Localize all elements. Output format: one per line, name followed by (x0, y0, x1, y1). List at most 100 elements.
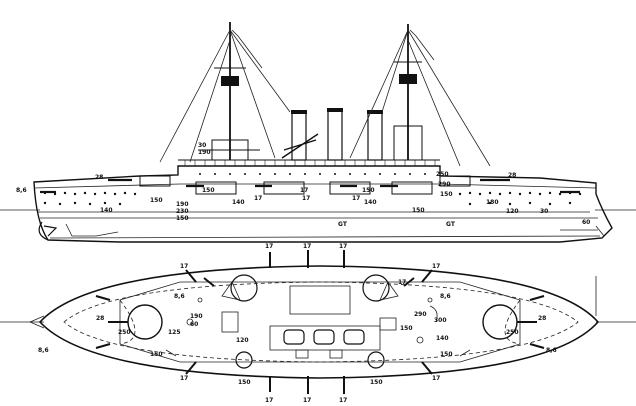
hull-outline (33, 165, 613, 243)
plan-label-top-17f: 17 (432, 263, 440, 270)
plan-label-aft-150: 150 (440, 351, 453, 358)
fore-side-turret-top (230, 274, 258, 302)
plan-bow-mark (28, 315, 45, 329)
profile-label-aft-180: 180 (486, 199, 499, 206)
plan-label-stern-28: 28 (538, 315, 546, 322)
anchor-fore (65, 223, 119, 237)
plan-label-fwd-150: 150 (150, 351, 163, 358)
profile-label-gt-aft: GT (446, 221, 456, 228)
plan-deck-edge (63, 281, 579, 363)
plan-sponson-arc-right (504, 299, 521, 345)
plan-vent-1 (295, 349, 309, 359)
plan-label-top-17d: 17 (180, 263, 188, 270)
fore-turret-wedge (221, 281, 241, 301)
aft-side-turret-bottom (367, 351, 385, 369)
funnel-mid (327, 109, 343, 161)
plan-label-bottom-17e: 17 (432, 375, 440, 382)
upper-deck-line (33, 183, 597, 189)
profile-label-aft-30: 30 (540, 208, 548, 215)
plan-label-fwd-125: 125 (168, 329, 181, 336)
plan-funnel-aft (343, 329, 365, 345)
profile-label-deck-17a: 17 (254, 195, 262, 202)
main-rigging (349, 29, 491, 167)
profile-label-140-bow: 140 (100, 207, 113, 214)
profile-label-150-bow: 150 (150, 197, 163, 204)
plan-label-top-17e: 17 (398, 279, 406, 286)
plan-label-bottom-17c: 17 (339, 397, 347, 404)
boat-crane (281, 133, 319, 159)
plan-label-aft-250: 250 (506, 329, 519, 336)
profile-label-aft-290: 290 (438, 181, 451, 188)
casemates (139, 175, 471, 195)
profile-label-casemate-150a: 150 (202, 187, 215, 194)
plan-label-bottom-17d: 17 (180, 375, 188, 382)
profile-label-aft-120: 120 (506, 208, 519, 215)
aft-turret-wedge (379, 281, 399, 301)
superstructure-rail (178, 159, 440, 167)
profile-label-deck-17b: 17 (302, 195, 310, 202)
plan-hull-outline (38, 265, 600, 379)
profile-label-belt-150: 150 (176, 215, 189, 222)
plan-label-bottom-150b: 150 (370, 379, 383, 386)
plan-label-bottom-17a: 17 (265, 397, 273, 404)
rail-stanchions (184, 160, 436, 166)
profile-label-aft-150: 150 (412, 207, 425, 214)
plan-fittings (165, 297, 471, 357)
plan-funnel-fore (283, 329, 305, 345)
plan-vent-2 (329, 349, 343, 359)
ram-bow (38, 221, 58, 241)
plan-sponson-arc-left (119, 299, 136, 345)
plan-label-top-17c: 17 (339, 243, 347, 250)
plan-label-mid-150: 150 (400, 325, 413, 332)
plan-label-fwd-86b: 8,6 (38, 347, 49, 354)
fore-barbette (127, 304, 163, 340)
plan-label-aft-140: 140 (436, 335, 449, 342)
profile-label-aft-150b: 150 (440, 191, 453, 198)
profile-label-aft-250: 250 (436, 171, 449, 178)
plan-label-mid-120: 120 (236, 337, 249, 344)
fore-fighting-top (221, 76, 239, 86)
profile-label-deck-17c: 17 (352, 195, 360, 202)
plan-label-top-17b: 17 (303, 243, 311, 250)
profile-label-belt-190: 190 (176, 201, 189, 208)
profile-label-bridge-30: 30 (198, 142, 206, 149)
side-profile-view: 28 28 8,6 150 140 230 150 190 140 17 17 … (0, 22, 636, 243)
plan-funnel-mid (313, 329, 335, 345)
plan-guns (95, 250, 545, 394)
plan-aft-bridge (379, 317, 397, 331)
profile-label-belt-230: 230 (176, 208, 189, 215)
profile-label-casemate-150b: 150 (362, 187, 375, 194)
plan-label-top-17a: 17 (265, 243, 273, 250)
plan-label-fwd-86: 8,6 (174, 293, 185, 300)
plan-label-aft-290: 290 (414, 311, 427, 318)
profile-label-stern-60: 60 (582, 219, 590, 226)
profile-label-stern-28: 28 (508, 172, 516, 179)
plan-label-aft-86: 8,6 (440, 293, 451, 300)
profile-label-aft-140: 140 (364, 199, 377, 206)
funnel-aft (367, 111, 383, 161)
plan-label-bottom-150a: 150 (238, 379, 251, 386)
funnel-fore (291, 111, 307, 161)
fore-rigging (159, 29, 291, 163)
aft-bridge (393, 125, 423, 161)
funnel-mid-cap (327, 108, 343, 112)
profile-guns (40, 178, 580, 194)
plan-label-bottom-17b: 17 (303, 397, 311, 404)
profile-label-casemate-17: 17 (300, 187, 308, 194)
profile-label-deck-140: 140 (232, 199, 245, 206)
main-fighting-top (399, 74, 417, 84)
plan-label-aft-86b: 8,6 (546, 347, 557, 354)
funnel-aft-cap (367, 110, 383, 114)
deck-plan-view: 17 17 17 17 17 17 17 17 17 17 17 28 28 8… (0, 243, 636, 404)
profile-label-bow-28: 28 (95, 174, 103, 181)
plan-label-aft-300: 300 (434, 317, 447, 324)
profile-label-bridge-190: 190 (198, 149, 211, 156)
profile-label-gt-fore: GT (338, 221, 348, 228)
plan-boat-deck (289, 285, 351, 315)
plan-fore-bridge (221, 311, 239, 333)
plan-label-bow-28: 28 (96, 315, 104, 322)
profile-label-86: 8,6 (16, 187, 27, 194)
aft-side-turret-top (362, 274, 390, 302)
plan-label-fwd-190: 190 (190, 313, 203, 320)
